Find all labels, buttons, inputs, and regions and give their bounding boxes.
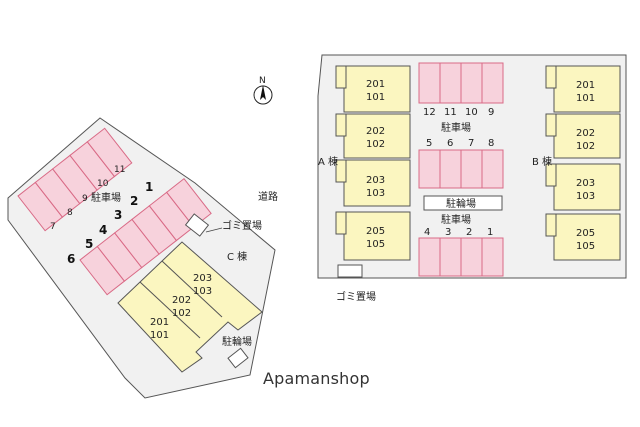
lot-number: 6 <box>447 138 453 149</box>
lot-number: 7 <box>50 222 56 232</box>
lot-number: 5 <box>426 138 432 149</box>
unit-number: 205 <box>366 226 385 237</box>
lot-number: 1 <box>145 180 153 194</box>
building-a-label: A 棟 <box>318 155 338 168</box>
unit-number: 203 <box>576 178 595 189</box>
north-compass-icon <box>253 85 273 105</box>
left-parking-lower <box>79 178 212 296</box>
lot-number: 9 <box>82 194 88 204</box>
bicycle-area <box>227 347 249 369</box>
building-a <box>335 65 411 261</box>
right-parking-label-top: 駐車場 <box>441 121 471 134</box>
left-parking-label: 駐車場 <box>91 191 121 204</box>
lot-number: 10 <box>465 107 478 118</box>
lot-number: 5 <box>85 237 93 251</box>
right-parking-top <box>418 62 504 104</box>
lot-number: 3 <box>445 227 451 238</box>
unit-number: 103 <box>576 191 595 202</box>
bicycle-area <box>423 195 503 211</box>
road-label: 道路 <box>258 190 278 203</box>
unit-number: 102 <box>366 139 385 150</box>
lot-number: 6 <box>67 252 75 266</box>
unit-number: 202 <box>366 126 385 137</box>
lot-number: 7 <box>468 138 474 149</box>
building-b-label: B 棟 <box>532 155 552 168</box>
unit-number: 201 <box>366 79 385 90</box>
left-garbage-label: ゴミ置場 <box>222 219 262 232</box>
brand-logo: Apamanshop <box>263 369 370 388</box>
lot-number: 12 <box>423 107 436 118</box>
unit-number: 103 <box>366 188 385 199</box>
lot-number: 11 <box>114 165 125 175</box>
building-b <box>545 65 621 261</box>
unit-number: 101 <box>366 92 385 103</box>
lot-number: 8 <box>488 138 494 149</box>
unit-number: 105 <box>366 239 385 250</box>
lot-number: 10 <box>97 179 109 189</box>
lot-number: 4 <box>424 227 430 238</box>
right-parking-middle <box>418 149 504 189</box>
garbage-area <box>337 264 363 278</box>
building-c-label: C 棟 <box>227 250 247 263</box>
compass-label: N <box>259 76 266 86</box>
right-garbage-label: ゴミ置場 <box>336 290 376 303</box>
left-parking-upper <box>17 127 133 232</box>
right-parking-bottom <box>418 237 504 277</box>
unit-number: 202 <box>576 128 595 139</box>
unit-number: 105 <box>576 241 595 252</box>
unit-number: 201 <box>150 317 169 328</box>
lot-number: 2 <box>130 194 138 208</box>
right-parking-label-bottom: 駐車場 <box>441 213 471 226</box>
unit-number: 201 <box>576 80 595 91</box>
garbage-area <box>184 213 210 237</box>
unit-number: 102 <box>576 141 595 152</box>
unit-number: 203 <box>193 273 212 284</box>
lot-number: 8 <box>67 208 73 218</box>
lot-number: 4 <box>99 223 107 237</box>
unit-number: 101 <box>576 93 595 104</box>
lot-number: 2 <box>466 227 472 238</box>
lot-number: 9 <box>488 107 494 118</box>
lot-number: 3 <box>114 208 122 222</box>
right-bicycle-label: 駐輪場 <box>446 197 476 210</box>
unit-number: 103 <box>193 286 212 297</box>
building-c <box>117 241 263 373</box>
unit-number: 102 <box>172 308 191 319</box>
unit-number: 202 <box>172 295 191 306</box>
unit-number: 203 <box>366 175 385 186</box>
unit-number: 205 <box>576 228 595 239</box>
lot-number: 1 <box>487 227 493 238</box>
unit-number: 101 <box>150 330 169 341</box>
lot-number: 11 <box>444 107 457 118</box>
left-bicycle-label: 駐輪場 <box>222 335 252 348</box>
